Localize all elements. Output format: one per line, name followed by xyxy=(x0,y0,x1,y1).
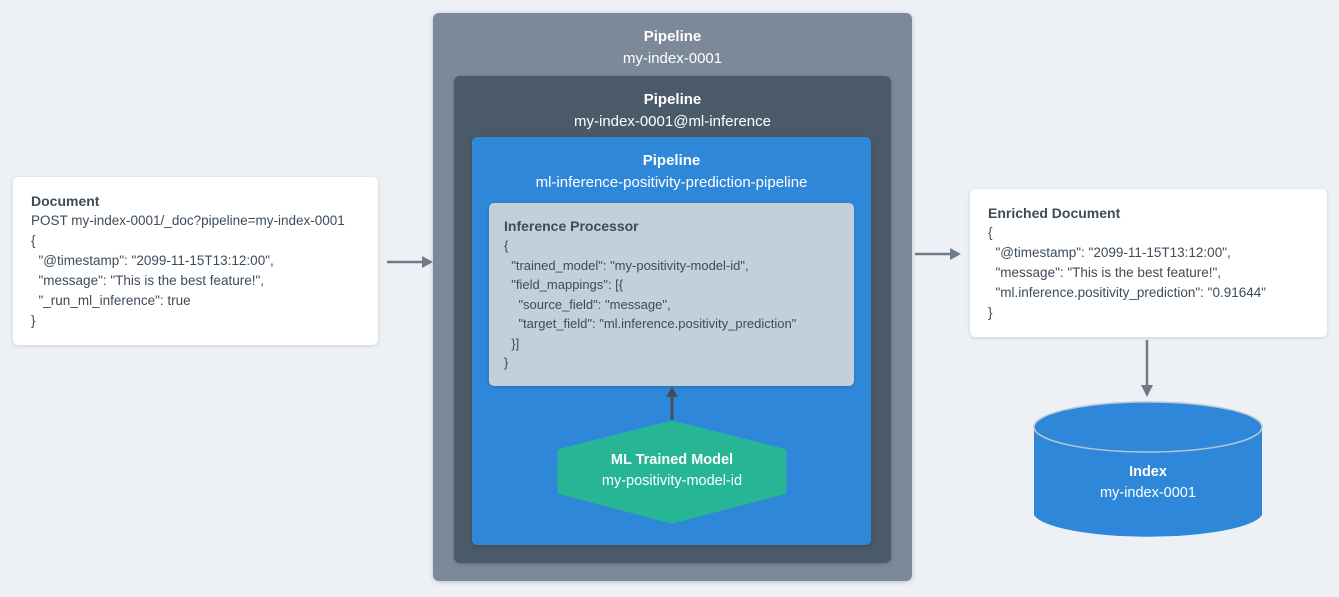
document-card-title: Document xyxy=(31,193,100,209)
enriched-document-card: Enriched Document { "@timestamp": "2099-… xyxy=(970,189,1327,337)
index-cylinder: Index my-index-0001 xyxy=(1033,400,1263,542)
model-title: ML Trained Model xyxy=(610,452,734,468)
pipeline-box-ml-inference: Pipeline my-index-0001@ml-inference Pipe… xyxy=(454,76,891,563)
code-line: } xyxy=(988,305,993,320)
arrow-up-icon xyxy=(666,387,678,420)
pipeline-box-outer: Pipeline my-index-0001 Pipeline my-index… xyxy=(433,13,912,581)
hexagon-shape-icon xyxy=(557,420,787,524)
index-name: my-index-0001 xyxy=(1100,485,1196,501)
pipeline-label: Pipeline xyxy=(643,91,702,108)
code-line: } xyxy=(31,313,36,328)
code-line: "target_field": "ml.inference.positivity… xyxy=(504,316,797,331)
code-line: { xyxy=(988,225,993,240)
cylinder-shape-icon xyxy=(1033,401,1263,537)
code-line: "message": "This is the best feature!", xyxy=(31,273,265,288)
code-line: "field_mappings": [{ xyxy=(504,277,624,292)
model-name: my-positivity-model-id xyxy=(601,473,743,489)
pipeline-name: my-index-0001@ml-inference xyxy=(574,113,771,130)
code-line: "ml.inference.positivity_prediction": "0… xyxy=(988,285,1267,300)
index-title: Index xyxy=(1129,464,1167,480)
code-line: }] xyxy=(504,335,520,351)
inference-processor-card: Inference Processor { "trained_model": "… xyxy=(489,203,854,386)
arrow-right-icon xyxy=(387,256,433,268)
code-line: POST my-index-0001/_doc?pipeline=my-inde… xyxy=(31,213,345,228)
code-line: { xyxy=(504,238,509,253)
inference-processor-title: Inference Processor xyxy=(504,218,639,234)
arrow-down-icon xyxy=(1141,340,1153,397)
pipeline-name: my-index-0001 xyxy=(622,50,723,67)
code-line: "@timestamp": "2099-11-15T13:12:00", xyxy=(988,245,1231,260)
code-line: "trained_model": "my-positivity-model-id… xyxy=(504,257,749,273)
code-line: } xyxy=(504,355,509,370)
pipeline-label: Pipeline xyxy=(642,152,701,169)
code-line: "@timestamp": "2099-11-15T13:12:00", xyxy=(31,253,274,268)
code-line: "source_field": "message", xyxy=(504,296,671,312)
pipeline-label: Pipeline xyxy=(643,28,702,45)
code-line: "message": "This is the best feature!", xyxy=(988,265,1222,280)
ml-trained-model-hexagon: ML Trained Model my-positivity-model-id xyxy=(557,420,787,524)
pipeline-name: ml-inference-positivity-prediction-pipel… xyxy=(535,174,808,191)
code-line: { xyxy=(31,233,36,248)
enriched-document-title: Enriched Document xyxy=(988,205,1121,221)
document-card: Document POST my-index-0001/_doc?pipelin… xyxy=(13,177,378,345)
code-line: "_run_ml_inference": true xyxy=(31,293,191,308)
arrow-right-icon xyxy=(915,248,961,260)
